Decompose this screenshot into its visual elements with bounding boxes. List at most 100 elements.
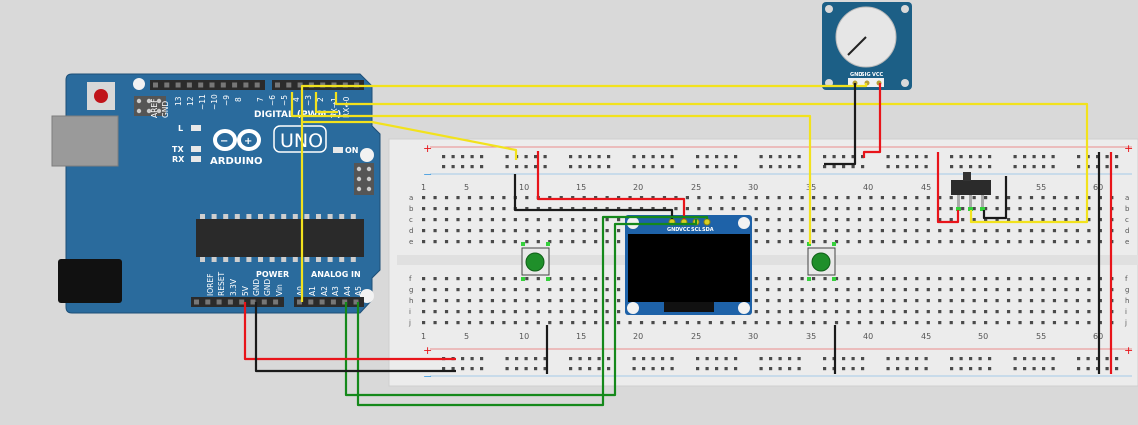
breadboard-hole[interactable] [972,288,976,292]
breadboard-hole[interactable] [1041,207,1045,211]
breadboard-hole[interactable] [632,155,636,159]
breadboard-hole[interactable] [754,321,758,325]
breadboard-hole[interactable] [456,196,460,200]
breadboard-hole[interactable] [1042,155,1046,159]
breadboard-hole[interactable] [1018,218,1022,222]
breadboard-hole[interactable] [886,155,890,159]
breadboard-hole[interactable] [1115,367,1119,371]
breadboard-hole[interactable] [995,218,999,222]
breadboard-hole[interactable] [938,218,942,222]
breadboard-hole[interactable] [548,218,552,222]
breadboard-hole[interactable] [559,218,563,222]
breadboard-hole[interactable] [616,240,621,244]
breadboard-hole[interactable] [559,196,563,200]
breadboard-hole[interactable] [502,240,506,244]
header-pin[interactable] [216,299,222,305]
breadboard-hole[interactable] [705,155,709,159]
breadboard-hole[interactable] [777,277,781,281]
breadboard-hole[interactable] [685,321,690,325]
header-pin[interactable] [254,82,260,88]
breadboard-hole[interactable] [778,155,782,159]
breadboard-hole[interactable] [616,196,621,200]
breadboard-hole[interactable] [582,229,586,233]
breadboard-hole[interactable] [811,321,816,325]
breadboard-hole[interactable] [903,277,907,281]
breadboard-hole[interactable] [754,207,758,211]
breadboard-hole[interactable] [892,229,896,233]
breadboard-hole[interactable] [1075,218,1079,222]
breadboard-hole[interactable] [1052,288,1057,292]
breadboard-hole[interactable] [490,218,495,222]
breadboard-hole[interactable] [978,165,982,169]
breadboard-hole[interactable] [594,310,598,314]
breadboard-hole[interactable] [811,240,816,244]
breadboard-hole[interactable] [662,321,667,325]
breadboard-hole[interactable] [1064,277,1068,281]
breadboard-hole[interactable] [915,367,919,371]
breadboard-hole[interactable] [444,310,449,314]
breadboard-hole[interactable] [969,165,973,169]
breadboard-hole[interactable] [1052,207,1057,211]
breadboard-hole[interactable] [972,196,976,200]
breadboard-hole[interactable] [731,196,735,200]
breadboard-hole[interactable] [571,277,575,281]
breadboard-hole[interactable] [536,321,540,325]
breadboard-hole[interactable] [582,196,586,200]
breadboard-hole[interactable] [766,321,770,325]
breadboard-hole[interactable] [995,310,999,314]
breadboard-hole[interactable] [984,277,988,281]
header-pin[interactable] [194,299,199,305]
breadboard-hole[interactable] [988,357,992,361]
breadboard-hole[interactable] [1098,277,1102,281]
breadboard-hole[interactable] [444,240,449,244]
breadboard-hole[interactable] [938,277,942,281]
breadboard-hole[interactable] [1006,299,1011,303]
breadboard-hole[interactable] [1105,155,1109,159]
breadboard-hole[interactable] [1115,165,1119,169]
breadboard-hole[interactable] [502,310,506,314]
breadboard-hole[interactable] [778,165,782,169]
breadboard-hole[interactable] [823,155,827,159]
breadboard-hole[interactable] [800,240,804,244]
breadboard-hole[interactable] [811,196,816,200]
breadboard-hole[interactable] [972,229,976,233]
breadboard-hole[interactable] [708,207,712,211]
breadboard-hole[interactable] [1077,357,1081,361]
breadboard-hole[interactable] [984,321,988,325]
breadboard-hole[interactable] [903,299,907,303]
breadboard-hole[interactable] [988,155,992,159]
breadboard-hole[interactable] [490,310,495,314]
breadboard-hole[interactable] [697,196,701,200]
breadboard-hole[interactable] [578,357,582,361]
header-pin[interactable] [353,299,359,305]
breadboard-hole[interactable] [661,367,665,371]
breadboard-hole[interactable] [651,165,655,169]
breadboard-hole[interactable] [1041,288,1045,292]
breadboard-hole[interactable] [880,299,884,303]
breadboard-hole[interactable] [950,357,954,361]
breadboard-hole[interactable] [1018,240,1022,244]
breadboard-hole[interactable] [857,240,862,244]
breadboard-hole[interactable] [422,310,426,314]
breadboard-hole[interactable] [905,165,909,169]
breadboard-hole[interactable] [490,277,495,281]
breadboard-hole[interactable] [1018,288,1022,292]
breadboard-hole[interactable] [1029,196,1034,200]
breadboard-hole[interactable] [846,218,850,222]
breadboard-hole[interactable] [903,288,907,292]
breadboard-hole[interactable] [433,229,437,233]
breadboard-hole[interactable] [1041,196,1045,200]
breadboard-hole[interactable] [594,218,598,222]
breadboard-hole[interactable] [1087,321,1091,325]
breadboard-hole[interactable] [582,310,586,314]
breadboard-hole[interactable] [834,277,839,281]
breadboard-hole[interactable] [548,229,552,233]
breadboard-hole[interactable] [1032,165,1036,169]
breadboard-hole[interactable] [571,321,575,325]
breadboard-hole[interactable] [846,207,850,211]
breadboard-hole[interactable] [1013,357,1017,361]
breadboard-hole[interactable] [834,218,839,222]
breadboard-hole[interactable] [605,207,609,211]
breadboard-hole[interactable] [1064,240,1068,244]
breadboard-hole[interactable] [513,229,517,233]
